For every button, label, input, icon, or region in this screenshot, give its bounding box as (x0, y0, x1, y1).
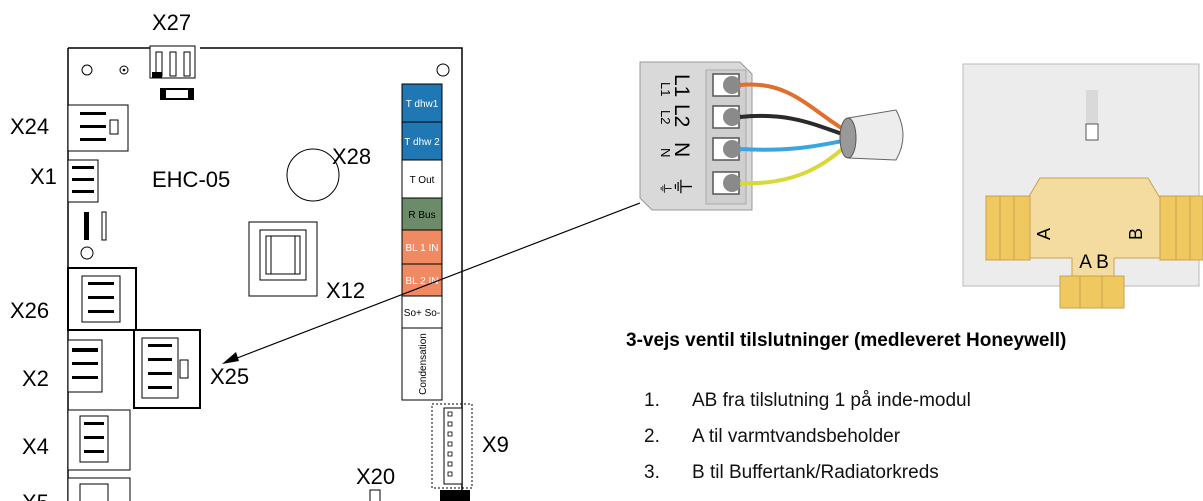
x27-connector (149, 45, 196, 100)
terminal-strip: T dhw1 T dhw 2 T Out R Bus BL 1 IN BL 2 … (401, 83, 443, 401)
terminal-t-out (401, 159, 443, 199)
condensation-label: Condensation (418, 333, 429, 395)
instruction-step: 2. A til varmtvandsbeholder (644, 426, 971, 462)
step-number: 1. (644, 390, 660, 411)
terminal-condensation (401, 327, 443, 401)
instructions-heading: 3-vejs ventil tilslutninger (medleveret … (626, 330, 1067, 351)
step-number: 3. (644, 462, 660, 483)
x1-label: X1 (30, 164, 57, 189)
small-l2-label: L2 (658, 110, 673, 124)
x28-label: X28 (332, 144, 371, 169)
port-b-label: B (1126, 228, 1146, 240)
terminal-bl1-in (401, 229, 443, 265)
bl2-in-label: BL 2 IN (406, 276, 439, 287)
pcb-board: T dhw1 T dhw 2 T Out R Bus BL 1 IN BL 2 … (10, 10, 509, 501)
x26-label: X26 (10, 298, 49, 323)
terminal-t-dhw2 (401, 121, 443, 161)
x25-label: X25 (210, 364, 249, 389)
port-a-label: A (1034, 228, 1054, 240)
valve-port-a (985, 195, 1031, 261)
port-ab-label: A B (1079, 252, 1109, 273)
step-text: A til varmtvandsbeholder (692, 426, 901, 447)
small-l1-label: L1 (658, 82, 673, 96)
x4-label: X4 (22, 434, 49, 459)
x26-connector (67, 267, 137, 331)
wire-blue (739, 138, 849, 152)
connection-arrow (222, 202, 641, 364)
x2-label: X2 (22, 366, 49, 391)
large-earth-label: ⏚ (670, 176, 693, 197)
step-text: AB fra tilslutning 1 på inde-modul (692, 390, 971, 411)
t-out-label: T Out (410, 175, 435, 186)
instructions-list: 1. AB fra tilslutning 1 på inde-modul 2. A… (644, 390, 971, 498)
terminal-bl2-in (401, 263, 443, 297)
x20-label: X20 (356, 464, 395, 489)
wire-black (739, 113, 849, 138)
x24-connector (67, 104, 129, 152)
so-label: So+ So- (404, 308, 440, 319)
x28-component (286, 148, 340, 202)
step-text: B til Buffertank/Radiatorkreds (692, 462, 939, 483)
large-l1-label: L1 (670, 74, 693, 97)
x25-connector (133, 329, 201, 409)
x27-label: X27 (152, 10, 191, 35)
t-dhw2-label: T dhw 2 (404, 137, 440, 148)
wire-brown (739, 82, 850, 134)
x4-connector (67, 409, 131, 471)
valve-port-ab (1059, 275, 1125, 309)
step-number: 2. (644, 426, 660, 447)
three-way-valve: A B A B (962, 63, 1203, 309)
x24-label: X24 (10, 114, 49, 139)
terminal-so (401, 295, 443, 329)
x12-transformer (248, 221, 318, 297)
valve-port-b (1159, 195, 1203, 261)
x9-label: X9 (482, 432, 509, 457)
large-l2-label: L2 (670, 104, 693, 127)
small-n-label: N (658, 148, 673, 157)
x2-connector (67, 339, 103, 393)
r-bus-label: R Bus (408, 210, 435, 221)
instruction-step: 1. AB fra tilslutning 1 på inde-modul (644, 390, 971, 426)
small-earth-label: ⏚ (658, 182, 673, 195)
wiring-terminal-block: L1 L2 N ⏚ L1 L2 N ⏚ (639, 61, 904, 211)
board-name-label: EHC-05 (152, 167, 230, 192)
large-n-label: N (670, 142, 693, 157)
x5-label: X5 (22, 490, 49, 501)
x1-connector (67, 159, 99, 203)
x9-connector (431, 403, 473, 501)
x20-component (369, 489, 381, 501)
instruction-step: 3. B til Buffertank/Radiatorkreds (644, 462, 971, 498)
bl1-in-label: BL 1 IN (406, 243, 439, 254)
terminal-t-dhw1 (401, 83, 443, 123)
x12-label: X12 (326, 278, 365, 303)
t-dhw1-label: T dhw1 (406, 99, 439, 110)
